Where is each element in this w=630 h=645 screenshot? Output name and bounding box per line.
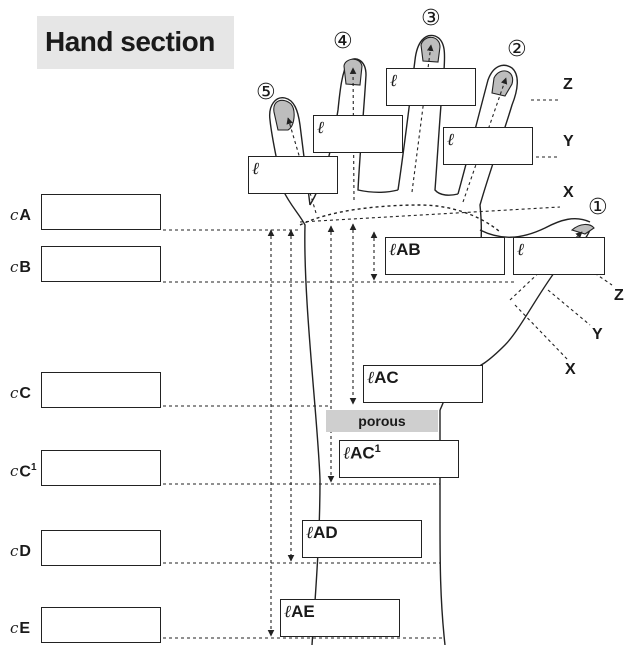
answer-box-lAD[interactable]: ℓAD — [302, 520, 422, 558]
axis-label-x-thumb: X — [565, 361, 576, 378]
answer-box-finger-1[interactable]: ℓ — [513, 237, 605, 275]
answer-box-lAC[interactable]: ℓAC — [363, 365, 483, 403]
answer-box-cC1[interactable] — [41, 450, 161, 486]
answer-box-cE[interactable] — [41, 607, 161, 643]
length-arrows — [267, 223, 378, 637]
answer-box-finger-3[interactable]: ℓ — [386, 68, 476, 106]
axis-label-y-thumb: Y — [592, 326, 603, 343]
reference-lines — [163, 99, 613, 639]
label-lAC: ℓAC — [367, 368, 399, 388]
page-title: Hand section — [45, 26, 215, 57]
answer-box-finger-2[interactable]: ℓ — [443, 127, 533, 165]
label-cC1: cC1 — [10, 462, 37, 481]
answer-box-cD[interactable] — [41, 530, 161, 566]
label-cA: cA — [10, 206, 31, 224]
finger-number-2: ② — [507, 36, 527, 61]
porous-band: porous — [326, 410, 438, 432]
answer-box-cB[interactable] — [41, 246, 161, 282]
axis-label-z-thumb: Z — [614, 287, 624, 304]
label-cC: cC — [10, 384, 31, 402]
label-cD: cD — [10, 542, 31, 560]
axis-label-x-fingers: X — [563, 184, 574, 201]
finger-number-3: ③ — [421, 5, 441, 30]
finger-number-1: ① — [588, 194, 608, 219]
label-lAB: ℓAB — [389, 240, 421, 260]
label-lAD: ℓAD — [306, 523, 338, 543]
axis-label-z-fingers: Z — [563, 76, 573, 93]
title-band — [37, 16, 234, 69]
label-lAE: ℓAE — [284, 602, 315, 622]
answer-box-cC[interactable] — [41, 372, 161, 408]
answer-box-lAE[interactable]: ℓAE — [280, 599, 400, 637]
finger-number-5: ⑤ — [256, 79, 276, 104]
label-cE: cE — [10, 619, 31, 637]
answer-box-lAC1[interactable]: ℓAC1 — [339, 440, 459, 478]
answer-box-cA[interactable] — [41, 194, 161, 230]
answer-box-finger-4[interactable]: ℓ — [313, 115, 403, 153]
label-cB: cB — [10, 258, 31, 276]
label-lAC1: ℓAC1 — [343, 443, 381, 464]
axis-label-y-fingers: Y — [563, 133, 574, 150]
answer-box-finger-5[interactable]: ℓ — [248, 156, 338, 194]
answer-box-lAB[interactable]: ℓAB — [385, 237, 505, 275]
finger-number-4: ④ — [333, 28, 353, 53]
